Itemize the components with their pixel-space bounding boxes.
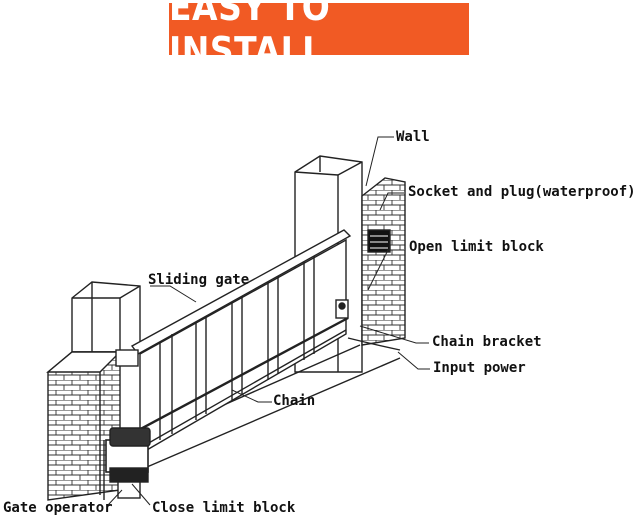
label-wall: Wall	[396, 129, 430, 145]
label-sliding-gate: Sliding gate	[148, 272, 250, 288]
label-input-power: Input power	[433, 360, 526, 376]
open-limit-block	[335, 299, 349, 319]
label-chain-bracket: Chain bracket	[432, 334, 542, 350]
left-brick-wall	[46, 351, 122, 501]
title-text: EASY TO INSTALL	[169, 0, 331, 73]
close-limit-bracket	[115, 349, 139, 367]
gate-operator	[103, 427, 151, 500]
socket-box	[367, 229, 391, 253]
label-chain: Chain	[273, 393, 316, 409]
label-close-limit: Close limit block	[152, 500, 296, 516]
input-power-cable	[347, 337, 401, 351]
chain	[119, 316, 349, 442]
leader-lines	[107, 136, 430, 506]
label-gate-operator: Gate operator	[3, 500, 113, 516]
label-open-limit: Open limit block	[409, 239, 544, 255]
title-banner: EASY TO INSTALL	[169, 0, 469, 73]
label-socket: Socket and plug(waterproof)	[408, 184, 636, 200]
right-brick-wall	[361, 177, 406, 346]
sliding-gate	[130, 229, 352, 456]
left-pillar	[71, 281, 141, 353]
